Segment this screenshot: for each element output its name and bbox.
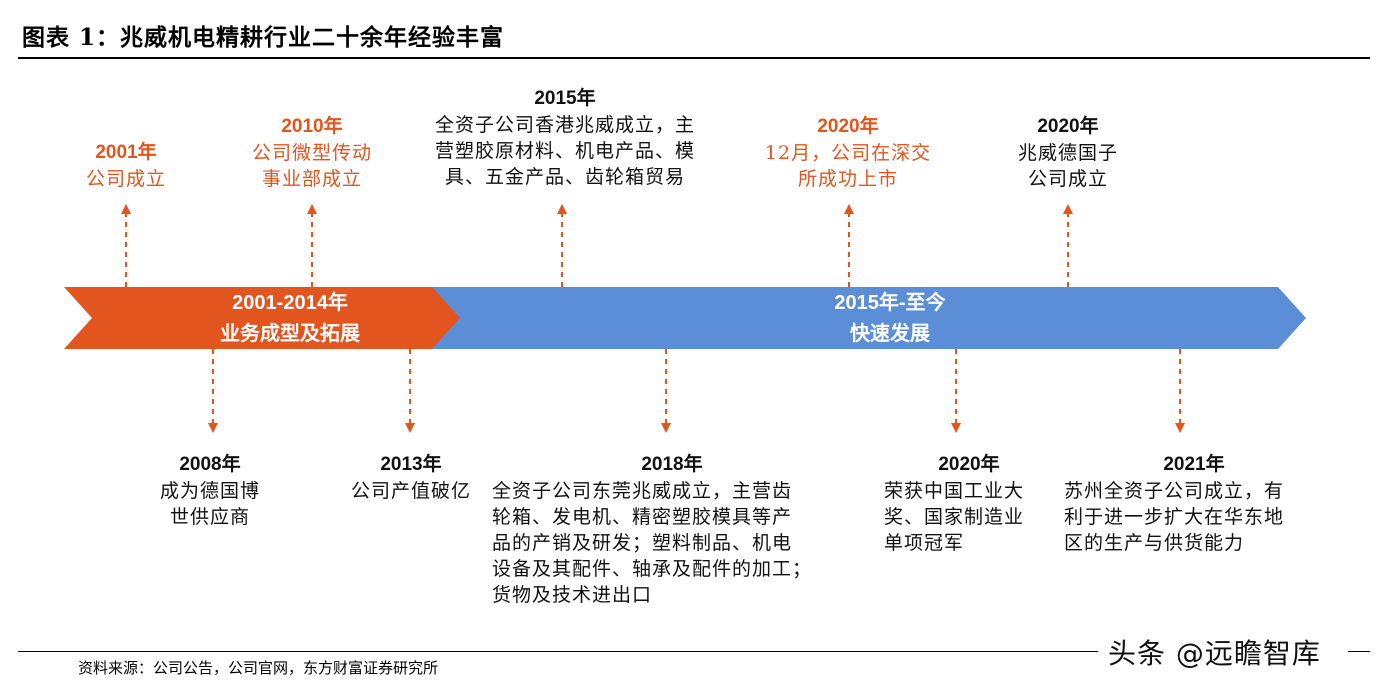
arrowhead-up (557, 204, 567, 214)
event-year: 2013年 (380, 454, 442, 475)
event-year: 2020年 (1037, 116, 1099, 137)
arrowhead-up (1063, 204, 1073, 214)
arrowhead-down (1175, 423, 1185, 433)
arrowhead-up (307, 204, 317, 214)
event-year: 2018年 (641, 454, 703, 475)
arrowhead-down (951, 423, 961, 433)
band-label-2001-2014: 2001-2014年 业务成型及拓展 (160, 288, 420, 348)
band-label-2015-now: 2015年-至今 快速发展 (760, 288, 1020, 348)
band-blue-arrow (418, 287, 1306, 349)
arrowhead-down (661, 423, 671, 433)
bottom-rule-end (1348, 651, 1370, 652)
arrowhead-down (208, 423, 218, 433)
event-2020-germany: 2020年 兆威德国子 公司成立 (988, 114, 1148, 192)
event-2010: 2010年 公司微型传动 事业部成立 (232, 114, 392, 192)
event-2020-listing: 2020年 12月，公司在深交 所成功上市 (748, 114, 948, 192)
event-text: 公司产值破亿 (350, 480, 471, 502)
event-year: 2001年 (95, 142, 157, 163)
top-rule (18, 57, 1370, 59)
band-years: 2001-2014年 (232, 292, 348, 314)
event-2001: 2001年 公司成立 (56, 140, 196, 192)
event-text: 兆威德国子 公司成立 (1017, 142, 1118, 190)
event-text: 全资子公司东莞兆威成立，主营齿 轮箱、发电机、精密塑胶模具等产 品的产销及研发；… (492, 480, 813, 606)
band-text: 快速发展 (850, 321, 930, 345)
event-text: 12月，公司在深交 所成功上市 (764, 142, 932, 190)
event-year: 2020年 (938, 454, 1000, 475)
event-2018: 2018年 全资子公司东莞兆威成立，主营齿 轮箱、发电机、精密塑胶模具等产 品的… (492, 452, 852, 608)
arrowhead-up (121, 204, 131, 214)
arrowhead-down (405, 423, 415, 433)
event-year: 2020年 (817, 116, 879, 137)
watermark: 头条 @远瞻智库 (1108, 637, 1321, 670)
event-text: 苏州全资子公司成立，有 利于进一步扩大在华东地 区的生产与供货能力 (1064, 480, 1285, 554)
event-year: 2015年 (534, 88, 596, 109)
event-text: 荣获中国工业大 奖、国家制造业 单项冠军 (884, 480, 1025, 554)
band-text: 业务成型及拓展 (220, 321, 360, 345)
event-text: 公司微型传动 事业部成立 (251, 142, 372, 190)
event-year: 2008年 (179, 454, 241, 475)
event-2013: 2013年 公司产值破亿 (326, 452, 496, 504)
event-2015: 2015年 全资子公司香港兆威成立，主 营塑胶原材料、机电产品、模 具、五金产品… (410, 86, 720, 190)
event-year: 2021年 (1163, 454, 1225, 475)
event-text: 公司成立 (85, 168, 166, 190)
arrowhead-up (844, 204, 854, 214)
event-year: 2010年 (281, 116, 343, 137)
figure-title: 图表 1：兆威机电精耕行业二十余年经验丰富 (22, 24, 505, 51)
event-2020-award: 2020年 荣获中国工业大 奖、国家制造业 单项冠军 (884, 452, 1054, 556)
bottom-rule (18, 651, 1098, 652)
event-2008: 2008年 成为德国博 世供应商 (140, 452, 280, 530)
event-2021: 2021年 苏州全资子公司成立，有 利于进一步扩大在华东地 区的生产与供货能力 (1064, 452, 1324, 556)
band-years: 2015年-至今 (834, 292, 946, 314)
source-note: 资料来源：公司公告，公司官网，东方财富证券研究所 (78, 659, 439, 677)
event-text: 成为德国博 世供应商 (159, 480, 260, 528)
band-orange-arrow (64, 287, 460, 349)
event-text: 全资子公司香港兆威成立，主 营塑胶原材料、机电产品、模 具、五金产品、齿轮箱贸易 (434, 114, 695, 188)
